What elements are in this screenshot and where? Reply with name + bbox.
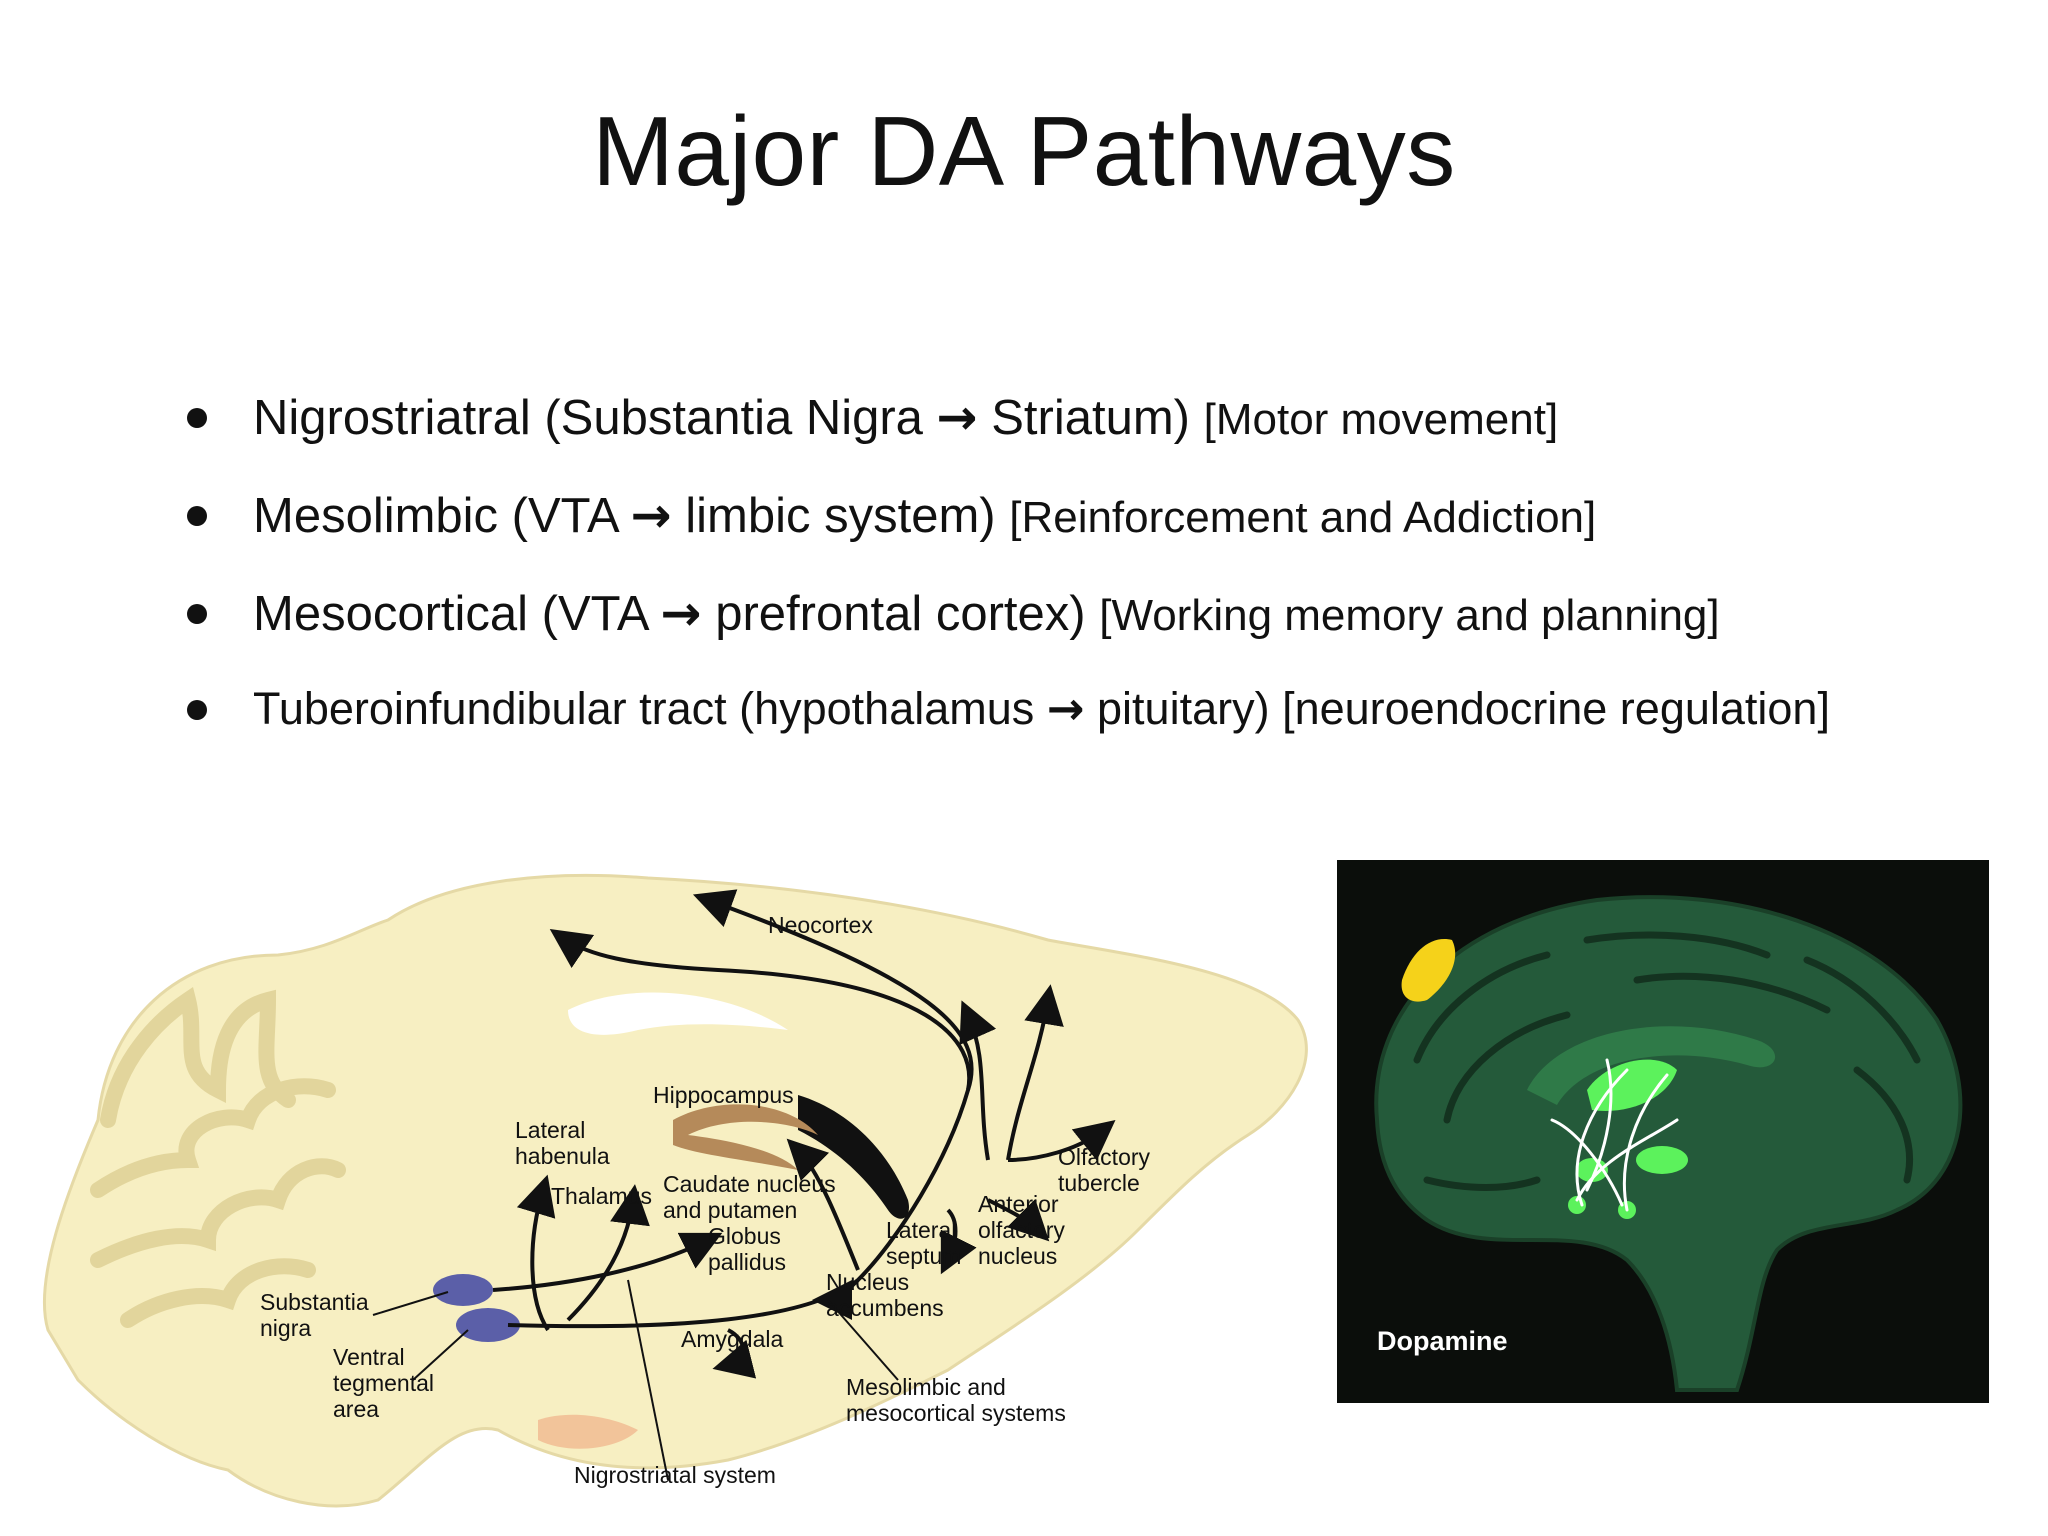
- label-mesolimbic-1: Mesolimbic and: [846, 1374, 1006, 1400]
- pathway-target: limbic system): [685, 489, 996, 543]
- slide-title: Major DA Pathways: [592, 96, 1456, 206]
- pathway-target: Striatum): [991, 391, 1190, 445]
- label-vta-1: Ventral: [333, 1344, 405, 1370]
- label-globus-2: pallidus: [708, 1249, 786, 1275]
- label-lateral-septum-1: Lateral: [886, 1217, 956, 1243]
- label-lateral-habenula-2: habenula: [515, 1143, 610, 1169]
- arrow-icon: →: [1046, 682, 1085, 735]
- brain-hemisphere: [1374, 895, 1963, 1392]
- bullet-mesocortical: Mesocortical (VTA → prefrontal cortex) […: [175, 566, 1935, 664]
- projection-fibers: [1550, 1058, 1679, 1212]
- label-vta-2: tegmental: [333, 1370, 434, 1396]
- arrow-icon: →: [936, 389, 978, 446]
- dopamine-pathway-diagram: Neocortex Hippocampus Lateral habenula T…: [43, 873, 1308, 1508]
- label-anterior-olfactory-1: Anterior: [978, 1191, 1059, 1217]
- bullet-nigrostriatal: Nigrostriatral (Substantia Nigra → Stria…: [175, 370, 1935, 468]
- pathway-target: pituitary) [neuroendocrine regulation]: [1097, 683, 1830, 734]
- cerebellum-folds: [90, 987, 346, 1328]
- label-amygdala: Amygdala: [681, 1326, 783, 1352]
- pituitary-shape: [538, 1414, 638, 1449]
- highlight-region: [1401, 939, 1456, 1002]
- leader-lines: [372, 1279, 899, 1481]
- label-nucleus-accumbens-2: accumbens: [826, 1295, 944, 1321]
- substantia-nigra-nucleus: [433, 1274, 493, 1306]
- bullet-dot: [187, 700, 207, 720]
- label-lateral-septum-2: septum: [886, 1243, 961, 1269]
- pathway-function: [Reinforcement and Addiction]: [1009, 493, 1597, 542]
- hippocampus-shape: [673, 1104, 818, 1170]
- dopamine-brain-photo: Dopamine: [1337, 860, 1989, 1403]
- label-mesolimbic-2: mesocortical systems: [846, 1400, 1066, 1426]
- bullet-dot: [187, 506, 207, 526]
- pathway-name: Mesocortical (VTA: [253, 587, 647, 641]
- label-nigrostriatal: Nigrostriatal system: [574, 1462, 776, 1488]
- pathway-name: Tuberoinfundibular tract (hypothalamus: [253, 683, 1035, 734]
- arrow-icon: →: [630, 487, 672, 544]
- label-substantia-nigra-1: Substantia: [260, 1289, 369, 1315]
- corpus-callosum-arc: [1527, 1026, 1776, 1105]
- pathway-name: Nigrostriatral (Substantia Nigra: [253, 391, 923, 445]
- label-neocortex: Neocortex: [768, 912, 873, 938]
- bullet-list: Nigrostriatral (Substantia Nigra → Stria…: [175, 370, 1935, 746]
- label-olfactory-tubercle-2: tubercle: [1058, 1170, 1140, 1196]
- pathway-function: [Motor movement]: [1203, 395, 1559, 444]
- pathway-name: Mesolimbic (VTA: [253, 489, 617, 543]
- label-nucleus-accumbens-1: Nucleus: [826, 1269, 909, 1295]
- label-anterior-olfactory-2: olfactory: [978, 1217, 1065, 1243]
- label-substantia-nigra-2: nigra: [260, 1315, 311, 1341]
- label-thalamus: Thalamus: [551, 1183, 652, 1209]
- label-olfactory-tubercle-1: Olfactory: [1058, 1144, 1151, 1170]
- label-caudate-1: Caudate nucleus: [663, 1171, 836, 1197]
- vta-nucleus: [456, 1308, 520, 1342]
- label-globus-1: Globus: [708, 1223, 781, 1249]
- photo-label-dopamine: Dopamine: [1377, 1326, 1508, 1356]
- corpus-callosum: [568, 992, 788, 1035]
- pathway-arrows: [492, 889, 1116, 1379]
- label-vta-3: area: [333, 1396, 379, 1422]
- bullet-dot: [187, 408, 207, 428]
- lateral-ventricle: [798, 1095, 909, 1219]
- arrow-icon: →: [660, 585, 702, 642]
- label-hippocampus: Hippocampus: [653, 1082, 794, 1108]
- bullet-mesolimbic: Mesolimbic (VTA → limbic system) [Reinfo…: [175, 468, 1935, 566]
- pathway-target: prefrontal cortex): [715, 587, 1086, 641]
- label-caudate-2: and putamen: [663, 1197, 797, 1223]
- bullet-tuberoinfundibular: Tuberoinfundibular tract (hypothalamus →…: [175, 672, 1935, 746]
- label-anterior-olfactory-3: nucleus: [978, 1243, 1057, 1269]
- bullet-dot: [187, 604, 207, 624]
- label-lateral-habenula-1: Lateral: [515, 1117, 585, 1143]
- pathway-function: [Working memory and planning]: [1099, 591, 1720, 640]
- gyri-folds: [1413, 931, 1921, 1191]
